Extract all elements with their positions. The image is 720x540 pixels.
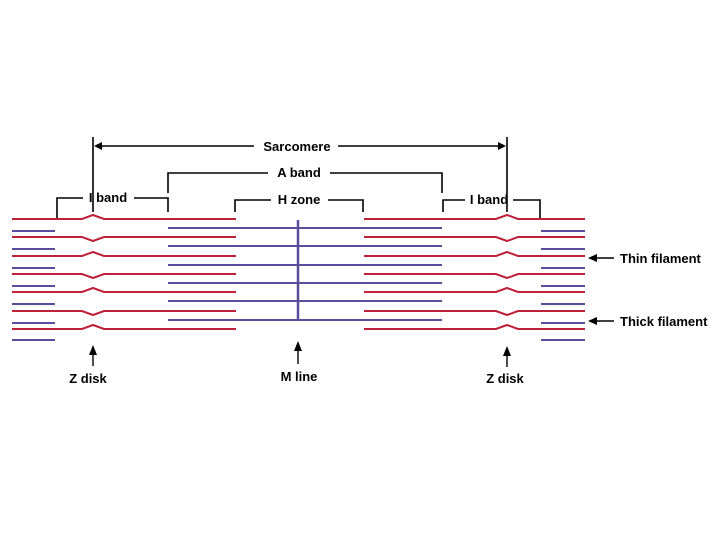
thin-filament [364,323,585,330]
thin-filament [12,286,236,293]
thin-filament [12,323,236,330]
i-band-left-label: I band [89,190,127,205]
m-line-label: M line [281,369,318,384]
sarcomere-label: Sarcomere [263,139,330,154]
thick-filaments [12,227,585,341]
a-band-bracket [167,172,443,193]
thin-filament [12,273,236,280]
z-disk-left-label: Z disk [69,371,107,386]
thin-filament [364,250,585,257]
thin-filament [12,250,236,257]
thin-filament-label: Thin filament [620,251,702,266]
thin-filament-arrow [588,254,614,262]
thin-filament [364,286,585,293]
h-zone-label: H zone [278,192,321,207]
thin-filament [12,310,236,317]
thin-filament [12,213,236,220]
thick-filament-label: Thick filament [620,314,708,329]
thin-filament [364,236,585,243]
a-band-label: A band [277,165,321,180]
i-band-right-label: I band [470,192,508,207]
m-line-arrow [294,341,302,364]
sarcomere-bracket [92,137,508,212]
i-band-left-bracket [56,197,169,218]
thick-filament-arrow [588,317,614,325]
thin-filament [364,273,585,280]
thin-filament [364,310,585,317]
z-disk-left-arrow [89,345,97,366]
z-disk-right-arrow [503,346,511,367]
h-zone-bracket [234,199,364,212]
thin-filament [364,213,585,220]
thin-filament [12,236,236,243]
i-band-right-bracket [442,199,541,218]
z-disk-right-label: Z disk [486,371,524,386]
thin-filaments [12,213,585,330]
